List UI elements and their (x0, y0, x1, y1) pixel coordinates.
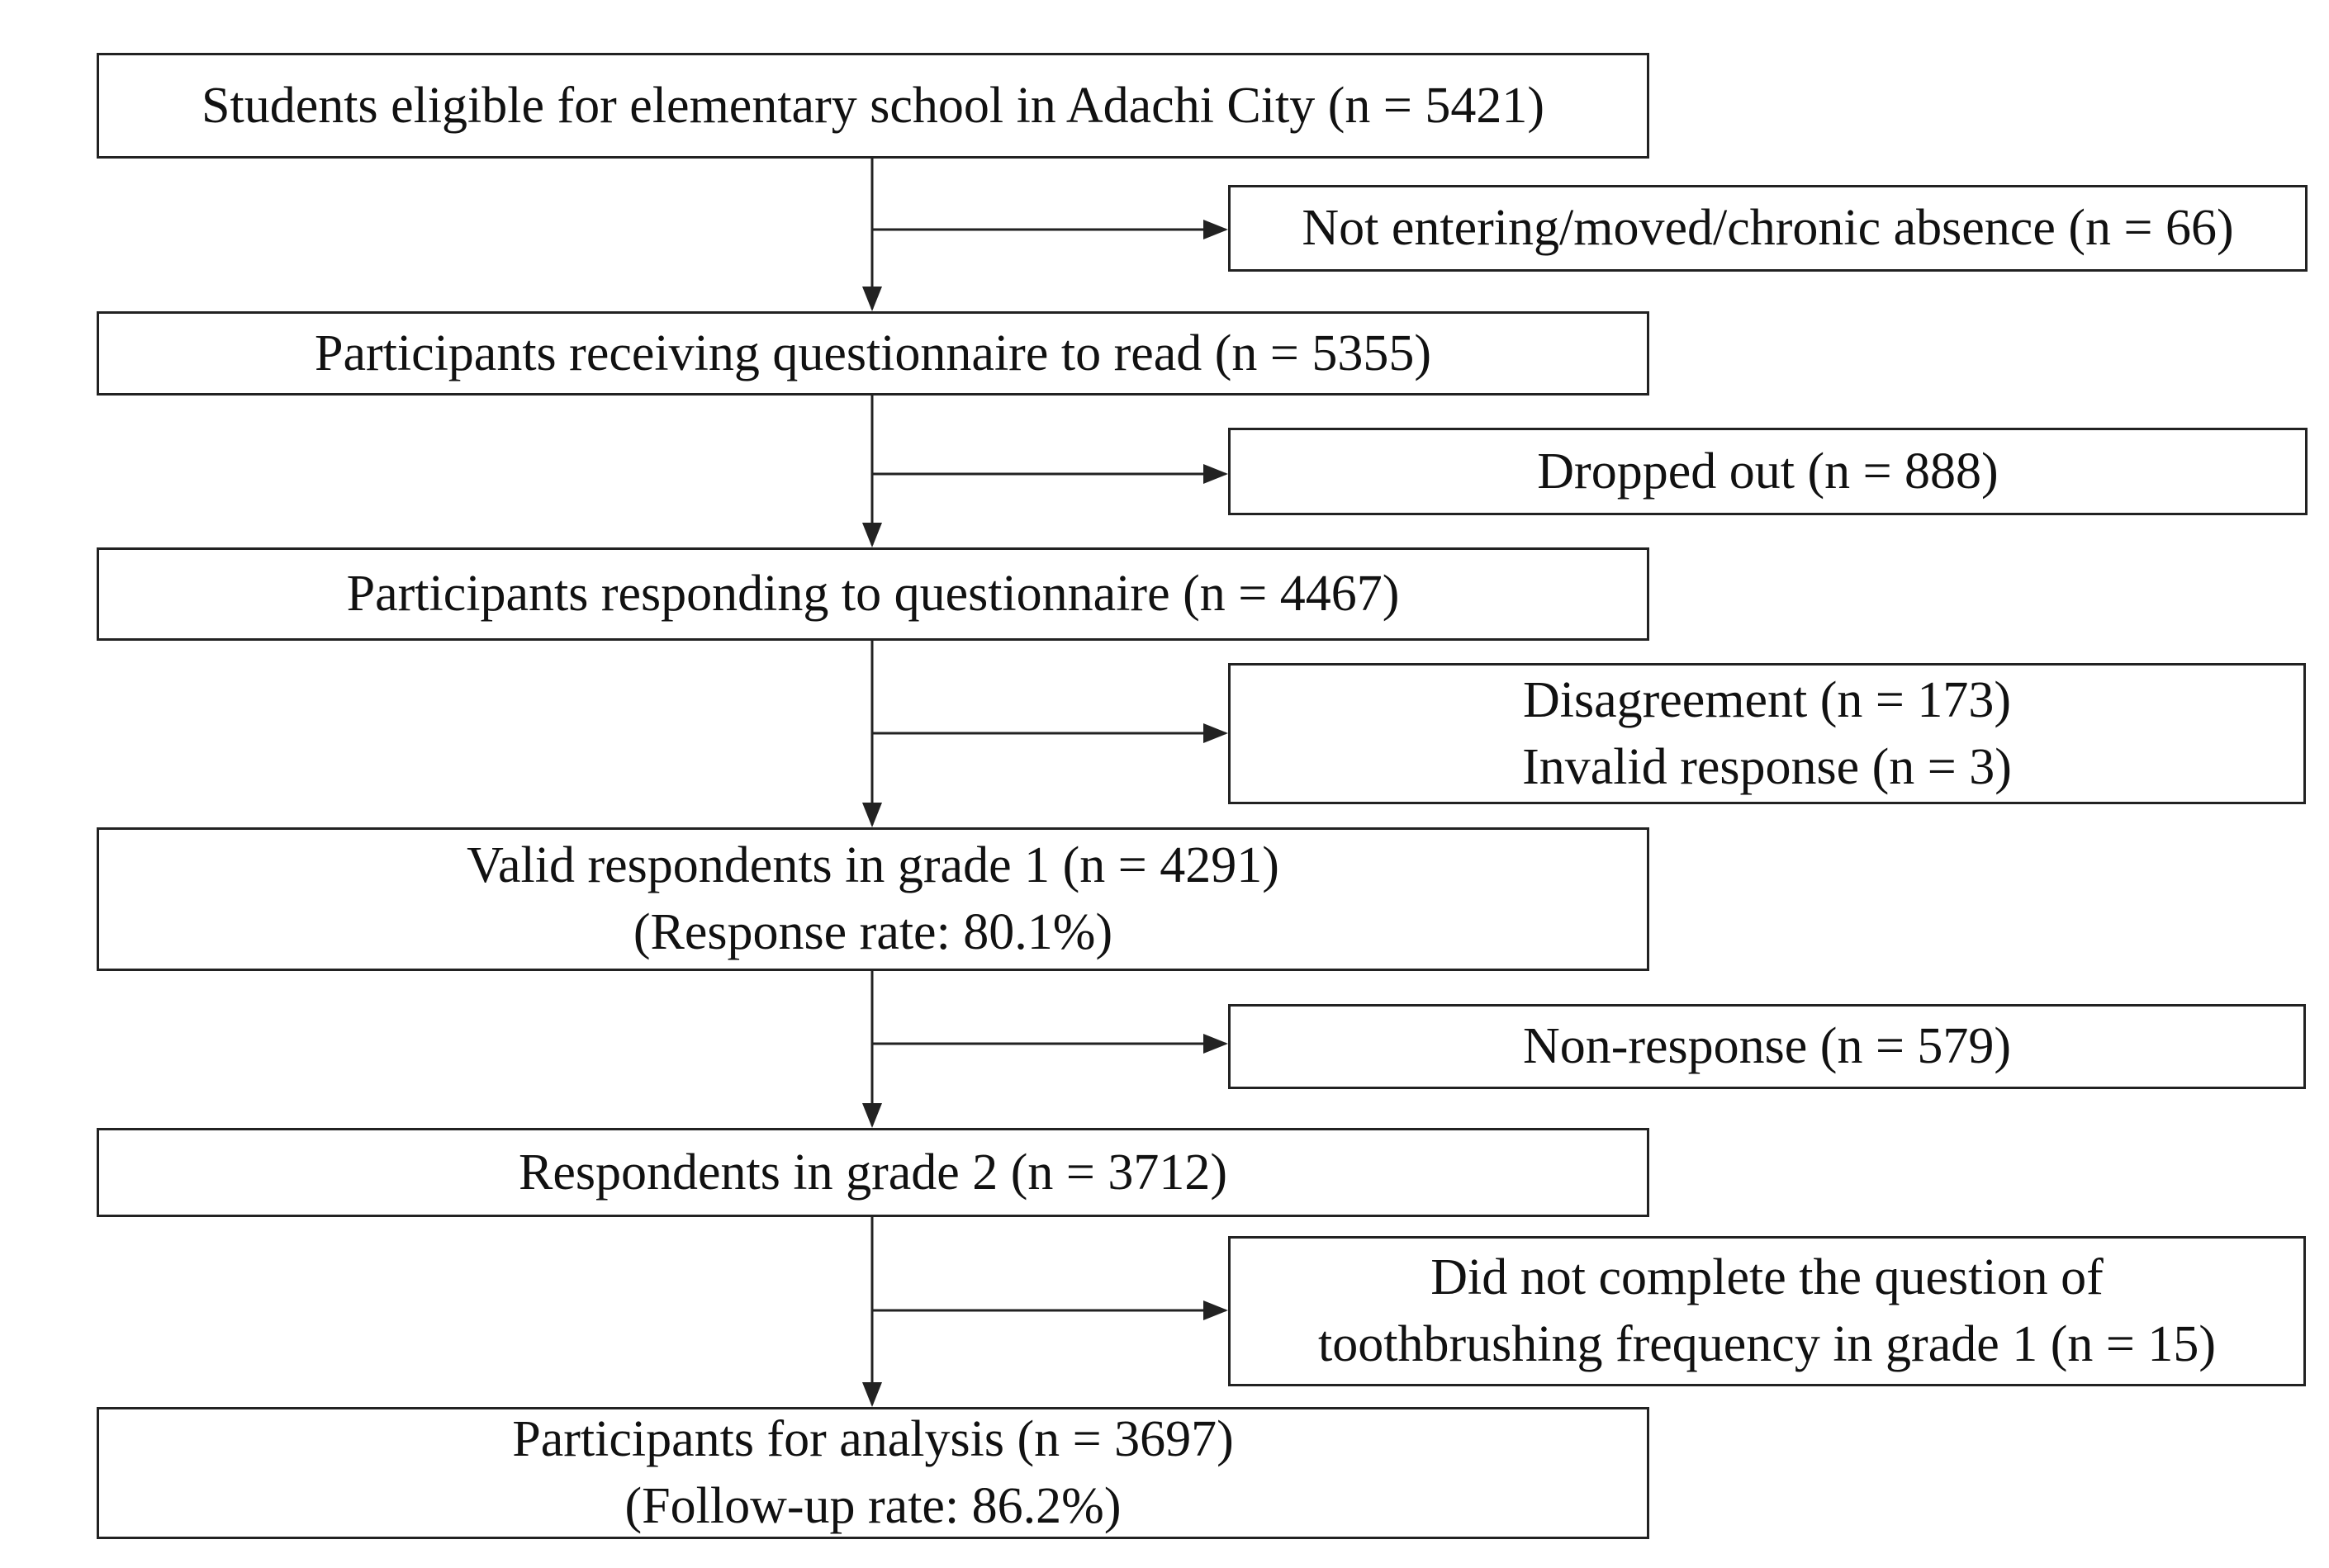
exclusion-invalid-response-text: Invalid response (n = 3) (1522, 738, 2012, 795)
step-valid-respondents-grade-1-text: Valid respondents in grade 1 (n = 4291) (467, 837, 1279, 894)
exclusion-disagreement-invalid: Disagreement (n = 173) Invalid response … (1228, 663, 2306, 804)
step-participants-for-analysis-text: Participants for analysis (n = 3697) (512, 1411, 1234, 1468)
step-valid-respondents-grade-1: Valid respondents in grade 1 (n = 4291) … (97, 827, 1649, 971)
exclusion-dropped-out-text: Dropped out (n = 888) (1537, 443, 1999, 500)
exclusion-incomplete-toothbrushing-text-1: Did not complete the question of (1430, 1249, 2104, 1306)
exclusion-disagreement-text: Disagreement (n = 173) (1522, 671, 2012, 728)
step-received-questionnaire: Participants receiving questionnaire to … (97, 311, 1649, 396)
step-eligible-students-text: Students eligible for elementary school … (202, 77, 1544, 134)
step-eligible-students: Students eligible for elementary school … (97, 53, 1649, 159)
exclusion-incomplete-toothbrushing-text-2: toothbrushing frequency in grade 1 (n = … (1318, 1316, 2216, 1372)
exclusion-non-response-text: Non-response (n = 579) (1522, 1018, 2012, 1075)
exclusion-not-entering: Not entering/moved/chronic absence (n = … (1228, 185, 2308, 272)
step-respondents-grade-2: Respondents in grade 2 (n = 3712) (97, 1128, 1649, 1217)
exclusion-dropped-out: Dropped out (n = 888) (1228, 428, 2308, 515)
exclusion-incomplete-toothbrushing: Did not complete the question of toothbr… (1228, 1236, 2306, 1386)
step-participants-for-analysis: Participants for analysis (n = 3697) (Fo… (97, 1407, 1649, 1539)
step-respondents-grade-2-text: Respondents in grade 2 (n = 3712) (518, 1144, 1228, 1201)
follow-up-rate-text: (Follow-up rate: 86.2%) (624, 1478, 1122, 1534)
step-responded-questionnaire-text: Participants responding to questionnaire… (346, 566, 1400, 623)
step-received-questionnaire-text: Participants receiving questionnaire to … (314, 324, 1432, 381)
step-responded-questionnaire: Participants responding to questionnaire… (97, 547, 1649, 641)
response-rate-text: (Response rate: 80.1%) (633, 904, 1113, 960)
exclusion-non-response: Non-response (n = 579) (1228, 1004, 2306, 1089)
exclusion-not-entering-text: Not entering/moved/chronic absence (n = … (1302, 200, 2234, 257)
